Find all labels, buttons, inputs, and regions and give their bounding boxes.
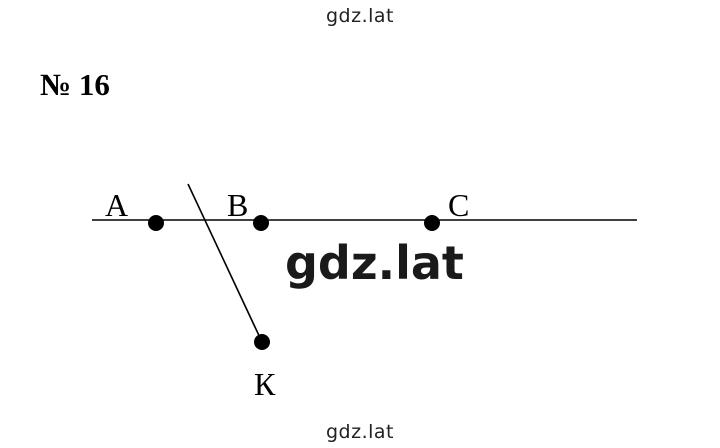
label-k: К (254, 366, 276, 402)
point-b (253, 215, 269, 231)
point-c (424, 215, 440, 231)
point-k (254, 334, 270, 350)
point-a (148, 215, 164, 231)
watermark-center: gdz.lat (285, 236, 464, 290)
label-b: B (227, 187, 248, 223)
label-c: C (448, 187, 469, 223)
watermark-top: gdz.lat (325, 5, 394, 27)
problem-number: № 16 (40, 67, 110, 102)
label-a: A (105, 187, 128, 223)
watermark-bottom: gdz.lat (325, 421, 394, 443)
segment-k (187, 183, 263, 343)
